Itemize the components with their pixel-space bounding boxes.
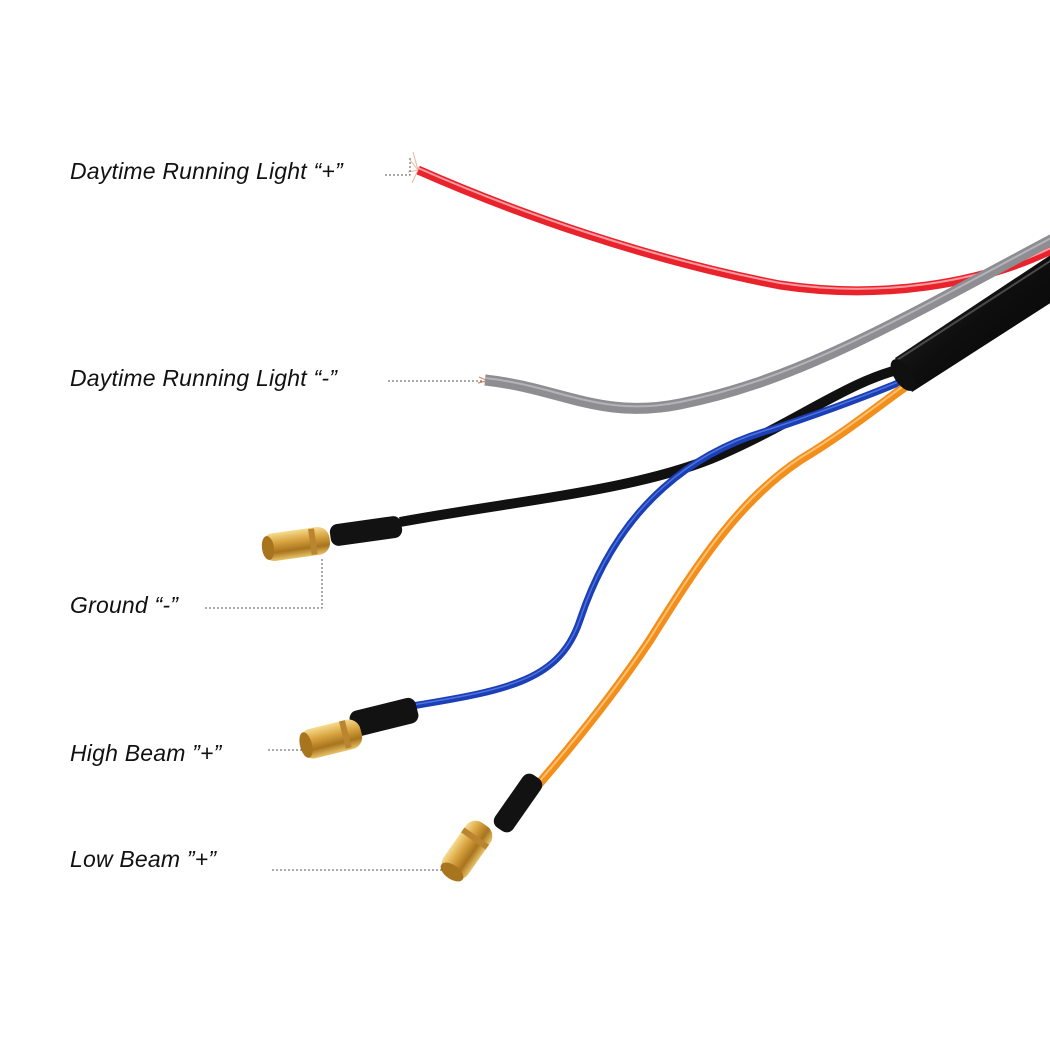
drl-positive-wire: [407, 151, 1050, 296]
low-beam-wire: [521, 376, 918, 803]
label-drl-negative: Daytime Running Light “-”: [70, 365, 338, 391]
drl-negative-wire: [477, 234, 1050, 414]
low-beam-connector: [440, 773, 543, 882]
label-ground: Ground “-”: [70, 592, 179, 618]
high-beam-connector: [299, 697, 419, 759]
label-low-beam: Low Beam ”+”: [70, 846, 217, 872]
leader-drl-positive: [385, 158, 411, 176]
drl-positive-stripped-tip: [407, 151, 419, 184]
label-high-beam: High Beam ”+”: [70, 740, 222, 766]
leader-lines: [205, 158, 482, 871]
drl-negative-stripped-tip: [477, 376, 487, 384]
label-drl-positive: Daytime Running Light “+”: [70, 158, 343, 184]
leader-ground: [205, 557, 323, 609]
high-beam-wire: [411, 374, 912, 710]
ground-connector: [261, 516, 403, 562]
cable-sheath: [890, 255, 1050, 392]
